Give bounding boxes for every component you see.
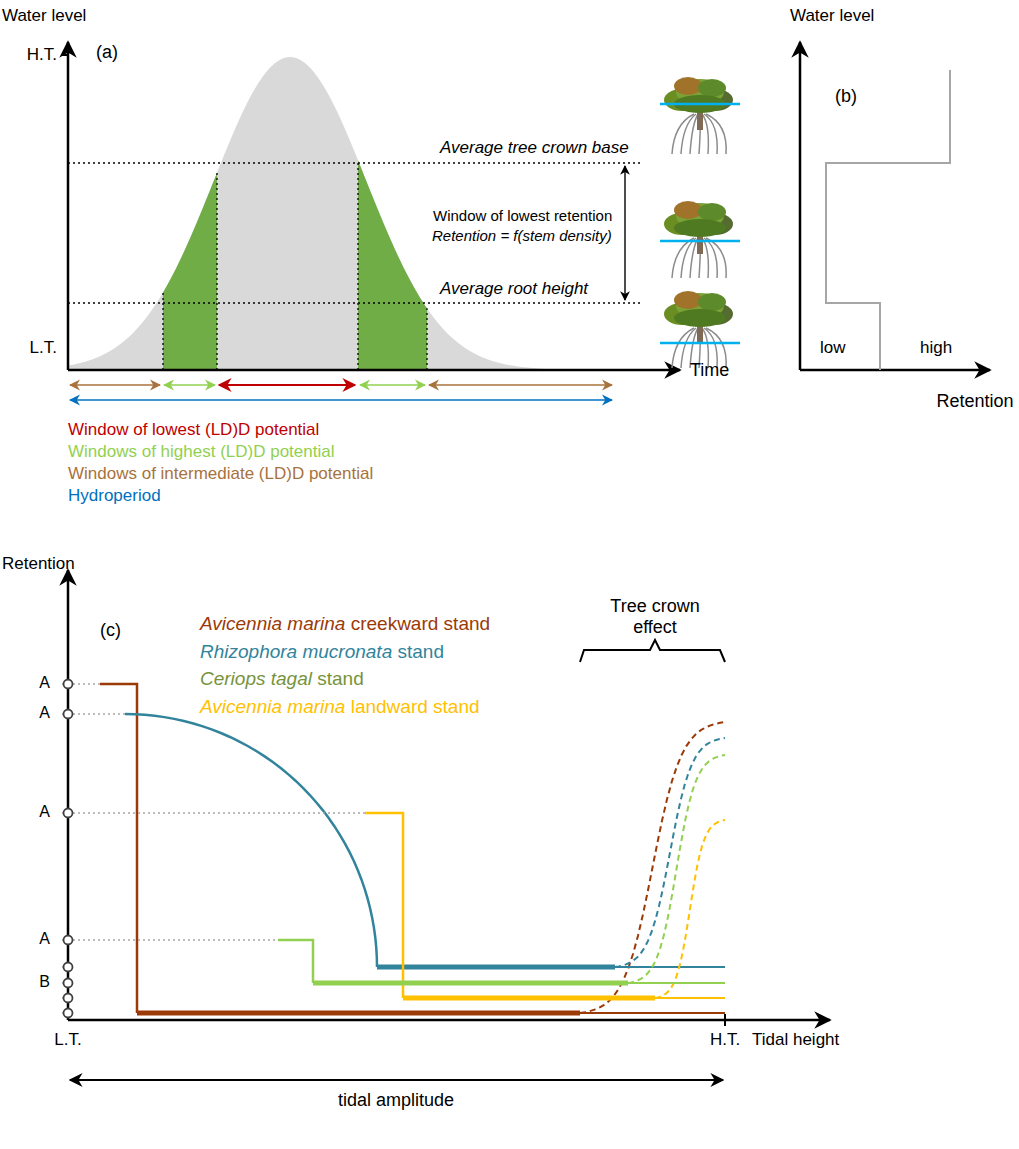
retention-curve [125,714,377,967]
legend-entry: Windows of highest (LD)D potential [68,442,334,462]
level-guide [68,812,365,813]
tick [724,1014,726,1026]
mangrove-tree [660,77,740,154]
retention-floor [377,965,615,970]
retention-window-arrow [624,166,625,300]
legend-text: Window of lowest (LD)D potential [68,420,319,439]
retention-curve [278,940,313,983]
window-arrow [219,384,355,386]
high-potential-window [163,40,217,370]
label: Average root height [440,279,588,299]
x-axis [800,369,990,372]
label: Tree crown effect [600,596,710,637]
label: L.T. [30,338,57,358]
retention-floor [628,982,725,984]
label: (b) [835,86,857,107]
level-marker [64,1009,73,1018]
window-divider [216,173,217,370]
label: A [39,674,50,692]
bracket [580,640,725,662]
window-arrow [164,384,215,386]
label: H.T. [710,1030,740,1050]
label: Window of lowest retention [433,207,612,224]
retention-floor [655,997,725,999]
label: A [39,803,50,821]
window-divider [162,293,163,370]
retention-profile [826,70,950,370]
label: Water level [2,6,86,26]
tick [62,54,68,56]
legend-entry: Windows of intermediate (LD)D potential [68,464,373,484]
legend-entry: Window of lowest (LD)D potential [68,420,319,440]
label: L.T. [54,1030,81,1050]
label: tidal amplitude [338,1090,454,1111]
x-axis [68,1019,830,1022]
level-guide [68,939,278,940]
level-marker [64,809,73,818]
root-height-line [68,302,640,303]
legend-entry: Avicennia marina landward stand [200,696,480,718]
y-axis [799,42,802,370]
retention-floor [580,1012,725,1014]
label: A [39,704,50,722]
legend-text: Avicennia marina creekward stand [200,613,490,634]
label: H.T. [27,45,57,65]
mangrove-tree [660,291,740,368]
legend-entry: Rhizophora mucronata stand [200,641,444,663]
legend-entry: Hydroperiod [68,486,161,506]
label: Retention [2,554,75,574]
legend-text: Ceriops tagal stand [200,668,364,689]
legend-entry: Ceriops tagal stand [200,668,364,690]
crown-effect-curve [615,738,725,967]
amplitude-arrow [70,1079,723,1081]
level-marker [64,979,73,988]
mangrove-tree [660,201,740,278]
level-guide [68,713,125,714]
label: (a) [96,42,118,63]
legend-text: Windows of intermediate (LD)D potential [68,464,373,483]
label: high [920,338,952,358]
crown-effect-curve [655,820,725,998]
level-marker [64,963,73,972]
label: low [820,338,846,358]
retention-curve [100,684,137,1013]
retention-curve [365,813,403,998]
legend-entry: Avicennia marina creekward stand [200,613,490,635]
label: Tidal height [752,1030,839,1050]
level-marker [64,994,73,1003]
legend-text: Windows of highest (LD)D potential [68,442,334,461]
high-potential-window [358,40,427,370]
window-arrow [70,384,160,386]
legend-text: Hydroperiod [68,486,161,505]
x-axis [68,369,680,372]
label: Time [690,360,729,381]
tide-curve [68,57,620,370]
window-divider [357,160,358,370]
label: A [39,930,50,948]
window-divider [426,308,427,370]
label: Retention [936,391,1013,412]
crown-base-line [68,162,640,163]
window-arrow [429,384,612,386]
retention-floor [313,981,628,986]
window-arrow [360,384,425,386]
retention-floor [403,996,655,1001]
retention-floor [615,966,725,968]
level-marker [64,680,73,689]
legend-text: Rhizophora mucronata stand [200,641,444,662]
level-marker [64,936,73,945]
label: B [39,973,50,991]
retention-floor [137,1011,580,1016]
label: Water level [790,6,874,26]
crown-effect-curve [628,755,725,983]
hydroperiod-arrow [70,399,612,401]
label: Average tree crown base [440,138,629,158]
label: (c) [100,620,121,641]
level-marker [64,710,73,719]
y-axis [67,42,70,370]
label: Retention = f(stem density) [432,227,612,244]
y-axis [67,570,70,1020]
legend-text: Avicennia marina landward stand [200,696,480,717]
